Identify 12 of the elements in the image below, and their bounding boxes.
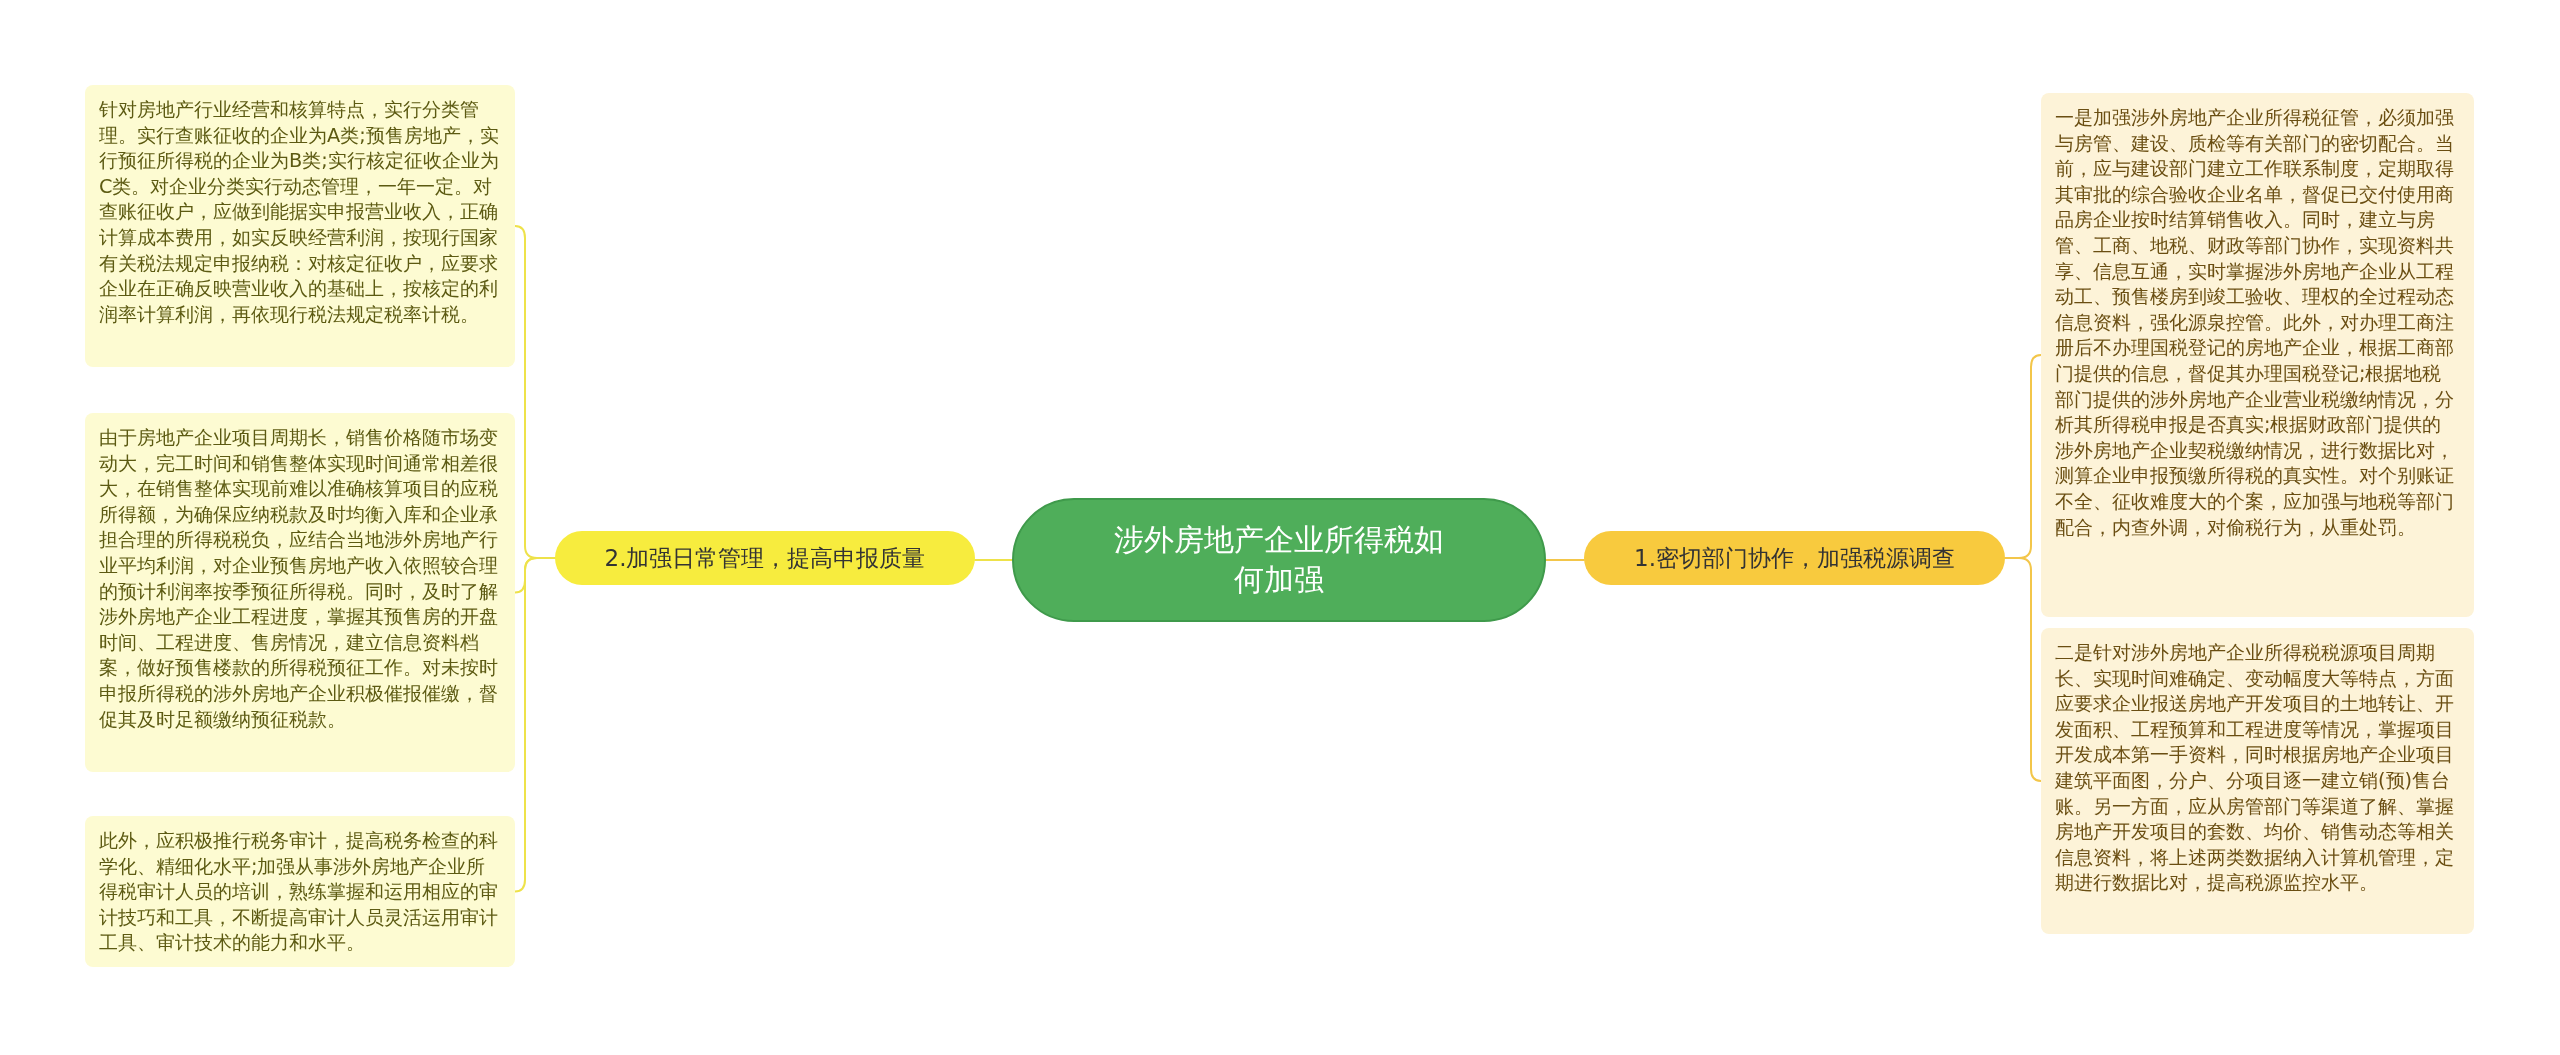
- connector-line: [974, 559, 1013, 561]
- connector-line: [1545, 559, 1585, 561]
- text-card: 针对房地产行业经营和核算特点，实行分类管理。实行查账征收的企业为A类;预售房地产，实行预征所得税的企业为B类;实行核定征收企业为C类。对企业分类实行动态管理，一年一定。对查账征收户，应做到能据实申报营业收入，正确计算成本费用，如实反映经营利润，按现行国家有关税法规定申报纳税：对核定征收户，应要求企业在正确反映营业收入的基础上，按核定的利润率计算利润，再依现行税法规定税率计税。: [85, 85, 515, 367]
- connector-line: [2004, 557, 2042, 782]
- central-topic: 涉外房地产企业所得税如何加强: [1012, 498, 1546, 622]
- branch-topic: 2.加强日常管理，提高申报质量: [555, 531, 975, 585]
- text-card: 一是加强涉外房地产企业所得税征管，必须加强与房管、建设、质检等有关部门的密切配合。当前，应与建设部门建立工作联系制度，定期取得其审批的综合验收企业名单，督促已交付使用商品房企业按时结算销售收入。同时，建立与房管、工商、地税、财政等部门协作，实现资料共享、信息互通，实时掌握涉外房地产企业从工程动工、预售楼房到竣工验收、理权的全过程动态信息资料，强化源泉控管。此外，对办理工商注册后不办理国税登记的房地产企业，根据工商部门提供的信息，督促其办理国税登记;根据地税部门提供的涉外房地产企业营业税缴纳情况，分析其所得税申报是否真实;根据财政部门提供的涉外房地产企业契税缴纳情况，进行数据比对，测算企业申报预缴所得税的真实性。对个别账证不全、征收难度大的个案，应加强与地税等部门配合，内查外调，对偷税行为，从重处罚。: [2041, 93, 2474, 617]
- text-card: 此外，应积极推行税务审计，提高税务检查的科学化、精细化水平;加强从事涉外房地产企业所得税审计人员的培训，熟练掌握和运用相应的审计技巧和工具，不断提高审计人员灵活运用审计工具、审计技术的能力和水平。: [85, 816, 515, 967]
- connector-line: [514, 557, 556, 893]
- text-card: 由于房地产企业项目周期长，销售价格随市场变动大，完工时间和销售整体实现时间通常相差很大，在销售整体实现前难以准确核算项目的应税所得额，为确保应纳税款及时均衡入库和企业承担合理的所得税税负，应结合当地涉外房地产行业平均利润，对企业预售房地产收入依照较合理的预计利润率按季预征所得税。同时，及时了解涉外房地产企业工程进度，掌握其预售房的开盘时间、工程进度、售房情况，建立信息资料档案，做好预售楼款的所得税预征工作。对未按时申报所得税的涉外房地产企业积极催报催缴，督促其及时足额缴纳预征税款。: [85, 413, 515, 772]
- branch-topic: 1.密切部门协作，加强税源调查: [1584, 531, 2005, 585]
- text-card: 二是针对涉外房地产企业所得税税源项目周期长、实现时间难确定、变动幅度大等特点，方面应要求企业报送房地产开发项目的土地转让、开发面积、工程预算和工程进度等情况，掌握项目开发成本第一手资料，同时根据房地产企业项目建筑平面图，分户、分项目逐一建立销(预)售台账。另一方面，应从房管部门等渠道了解、掌握房地产开发项目的套数、均价、销售动态等相关信息资料，将上述两类数据纳入计算机管理，定期进行数据比对，提高税源监控水平。: [2041, 628, 2474, 934]
